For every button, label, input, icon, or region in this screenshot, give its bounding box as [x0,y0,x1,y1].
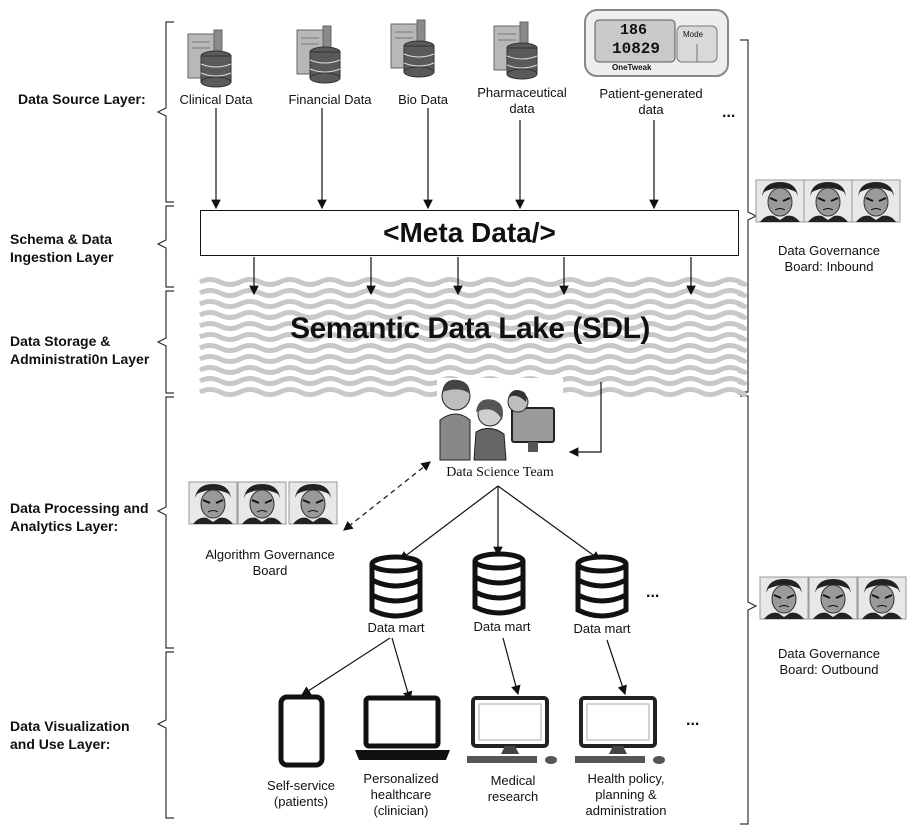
team-to-datamart-arrows [399,485,601,561]
smartphone-icon [278,694,325,768]
wave-line [198,332,747,342]
device-bottom-value: 10829 [612,40,661,58]
database-icon [475,554,523,613]
data-science-team-icon [437,378,563,461]
source-arrows [211,108,659,210]
datamart-label: Data mart [573,621,631,636]
pedometer-device-icon [584,9,729,77]
wave-line [198,310,747,320]
datamart-label: Data mart [367,620,425,635]
sdl-title: Semantic Data Lake (SDL) [290,312,650,345]
desktop-computer-icon [465,696,559,766]
wave-line [198,288,747,298]
governance-board-outbound-icon [759,576,907,620]
team-governance-dashed-arrow [343,461,431,531]
database-server-icon [390,19,435,78]
source-financial-label: Financial Data [288,92,372,107]
governance-board-inbound-icon [755,179,901,223]
wave-line [198,354,747,364]
laptop-icon [355,695,450,760]
metadata-bar: <Meta Data/> [200,210,739,256]
data-science-team-label: Data Science Team [446,465,554,480]
wave-line [198,365,747,375]
device-brand: OneTweak [612,63,652,72]
lake-to-team-arrow [568,382,602,457]
right-braces [740,39,758,825]
wave-line [198,343,747,353]
source-bio-label: Bio Data [398,92,448,107]
ingestion-arrows [249,257,696,296]
desktop-computer-icon [573,696,667,766]
datamart-to-use-arrows [300,637,627,702]
uses-ellipsis: ... [686,712,700,729]
device-top-value: 186 [620,22,648,39]
layer-label-data-source: Data Source Layer: [18,91,146,107]
layer-label-storage: Data Storage &Administrati0n Layer [10,333,150,367]
use-health-policy-label: Health policy,planning &administration [585,771,667,818]
algorithm-governance-board-icon [188,481,338,525]
sources-ellipsis: ... [722,104,736,121]
wave-line [198,299,747,309]
database-server-icon [296,25,341,84]
wave-line [198,321,747,331]
device-mode-label: Mode [683,30,704,39]
use-self-service-label: Self-service(patients) [267,778,335,809]
database-server-icon [187,29,232,88]
source-clinical-label: Clinical Data [179,92,253,107]
database-icon [372,557,420,616]
database-icon [578,557,626,616]
database-server-icon [493,21,538,80]
datamart-ellipsis: ... [646,584,660,601]
datamart-label: Data mart [473,619,531,634]
wave-line [198,277,747,287]
left-braces [156,21,174,819]
